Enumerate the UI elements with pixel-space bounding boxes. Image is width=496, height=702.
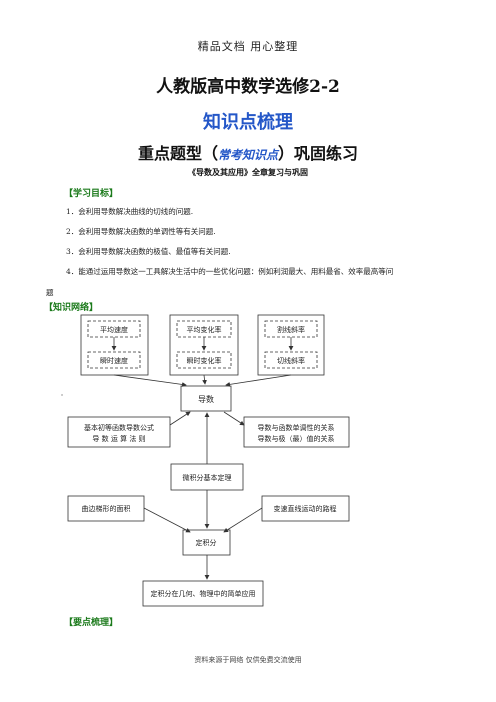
- knowledge-network-tag: 【知识网络】: [44, 303, 99, 313]
- box-curved-area: [67, 495, 145, 522]
- box-variable-motion: [261, 495, 350, 522]
- goal-item: 1．会利用导数解决曲线的切线的问题.: [66, 207, 194, 216]
- section-title: 重点题型（常考知识点）巩固练习: [0, 140, 496, 164]
- footer-note: 资料来源于网络 仅供免费交流使用: [194, 656, 302, 664]
- box-inst-speed: [87, 351, 141, 369]
- section-title-highlight: 常考知识点: [217, 148, 278, 162]
- box-formulas: [67, 416, 171, 448]
- label-formula-2: 导 数 运 算 法 则: [92, 434, 145, 443]
- header-note: 精品文档 用心整理: [197, 40, 299, 53]
- label-formula-1: 基本初等函数导数公式: [84, 423, 154, 432]
- box-derivative: [180, 385, 232, 412]
- diagram-group-speed: [80, 314, 149, 376]
- goal-item-wrap: 题: [46, 288, 54, 297]
- page-subtitle: 知识点梳理: [203, 112, 293, 133]
- box-avg-speed: [87, 320, 141, 338]
- label-relation-1: 导数与函数单调性的关系: [258, 423, 335, 432]
- goal-item: 2．会利用导数解决函数的单调性等有关问题.: [66, 227, 216, 236]
- label-relation-2: 导数与极（最）值的关系: [258, 434, 335, 443]
- goal-item: 4．能通过运用导数这一工具解决生活中的一些优化问题：例如利润最大、用料最省、效率…: [66, 267, 394, 276]
- section-title-prefix: 重点题型（: [137, 144, 218, 163]
- label-inst-rate: 瞬时变化率: [187, 356, 222, 365]
- label-applications: 定积分在几何、物理中的简单应用: [151, 589, 256, 598]
- key-points-tag: 【要点梳理】: [64, 618, 119, 628]
- box-secant-slope: [264, 320, 318, 338]
- label-avg-rate: 平均变化率: [187, 325, 222, 334]
- label-derivative: 导数: [198, 394, 214, 404]
- learning-goals-tag: 【学习目标】: [64, 189, 119, 199]
- box-relations: [243, 416, 350, 448]
- label-inst-speed: 瞬时速度: [100, 356, 128, 365]
- stray-dot: ·: [61, 391, 64, 400]
- box-definite-integral: [182, 529, 231, 556]
- page-title: 人教版高中数学选修2-2: [156, 77, 340, 97]
- label-tangent-slope: 切线斜率: [277, 356, 305, 365]
- box-tangent-slope: [264, 351, 318, 369]
- box-inst-rate: [176, 351, 232, 369]
- label-avg-speed: 平均速度: [100, 325, 128, 334]
- label-variable-motion: 变速直线运动的路程: [274, 504, 337, 513]
- label-curved-area: 曲边梯形的面积: [82, 504, 131, 513]
- label-ftc: 微积分基本定理: [183, 473, 232, 482]
- chapter-note: 《导数及其应用》全章复习与巩固: [188, 167, 308, 177]
- goal-item: 3．会利用导数解决函数的极值、最值等有关问题.: [66, 247, 231, 256]
- box-applications: [142, 580, 264, 607]
- label-secant-slope: 割线斜率: [277, 325, 305, 334]
- section-title-suffix: ）巩固练习: [278, 144, 359, 163]
- label-definite-integral: 定积分: [196, 538, 217, 547]
